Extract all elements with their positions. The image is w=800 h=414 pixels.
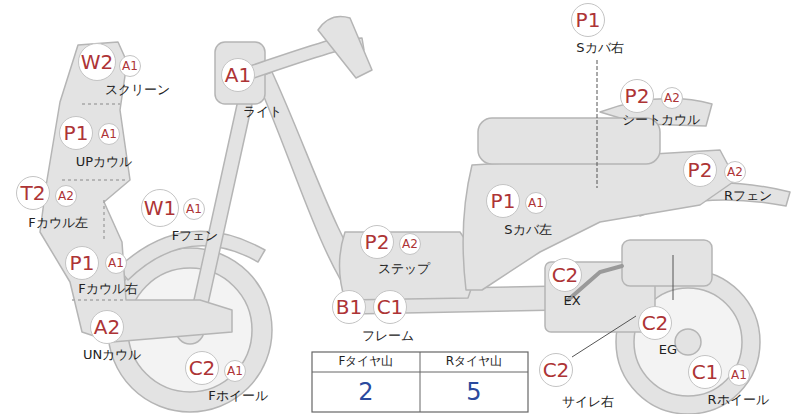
part-name: Fフェン	[172, 229, 218, 243]
damage-code: P1	[491, 191, 516, 211]
part-name: シートカウル	[622, 113, 700, 127]
part-name: EG	[659, 343, 677, 357]
part-name: Sカバ右	[576, 41, 623, 55]
damage-badge: C1	[688, 355, 722, 389]
table-cell: Rタイヤ山	[446, 355, 502, 368]
damage-code: C1	[377, 297, 404, 317]
damage-code: C2	[642, 313, 669, 333]
part-name: UNカウル	[83, 348, 141, 362]
damage-badge: W1	[141, 189, 180, 228]
damage-badge: C2	[185, 351, 219, 385]
damage-badge: C2	[638, 306, 672, 340]
leader-line	[572, 316, 636, 357]
damage-badge: W2	[78, 43, 117, 82]
part-name: Rホイール	[707, 393, 768, 407]
damage-badge: P2	[620, 79, 654, 113]
front-cowl	[40, 42, 232, 342]
damage-code: A1	[101, 128, 117, 140]
damage-badge: A2	[55, 185, 77, 207]
damage-badge: C2	[548, 258, 582, 292]
damage-code: P2	[625, 86, 650, 106]
part-name: ステップ	[378, 262, 430, 276]
damage-code: B1	[336, 297, 362, 317]
part-name: フレーム	[362, 329, 414, 343]
damage-code: C2	[189, 358, 216, 378]
damage-code: A1	[731, 369, 747, 381]
rear-hub	[675, 329, 701, 355]
damage-badge: P2	[360, 225, 394, 259]
table-cell: Fタイヤ山	[339, 355, 394, 368]
damage-code: A2	[94, 317, 120, 337]
damage-code: T2	[21, 183, 46, 203]
damage-code: P1	[576, 10, 601, 30]
damage-badge: B1	[332, 290, 366, 324]
damage-badge: A2	[724, 161, 746, 183]
part-name: Fカウル右	[78, 282, 137, 296]
damage-code: P1	[64, 123, 89, 143]
part-name: EX	[563, 294, 580, 308]
damage-badge: A1	[221, 58, 255, 92]
damage-badge: A1	[119, 55, 141, 77]
damage-code: W2	[81, 52, 114, 72]
table-rule	[420, 352, 421, 412]
muffler	[622, 240, 712, 286]
damage-badge: P1	[59, 116, 93, 150]
damage-badge: A2	[90, 310, 124, 344]
damage-badge: A1	[224, 360, 246, 382]
panel-seam	[82, 103, 120, 105]
damage-badge: P2	[683, 153, 717, 187]
damage-badge: A2	[399, 233, 421, 255]
damage-badge: T2	[16, 176, 50, 210]
damage-code: A1	[227, 365, 243, 377]
damage-code: A1	[108, 257, 124, 269]
part-name: Rフェン	[724, 189, 772, 203]
damage-badge: A1	[98, 123, 120, 145]
part-name: ライト	[243, 105, 282, 119]
damage-code: P2	[365, 232, 390, 252]
damage-code: C2	[543, 360, 570, 380]
damage-badge: P1	[486, 184, 520, 218]
damage-code: C1	[692, 362, 719, 382]
damage-code: A2	[402, 238, 418, 250]
damage-badge: P1	[65, 246, 99, 280]
damage-code: W1	[144, 198, 177, 218]
part-name: サイレ右	[562, 395, 614, 409]
part-name: UPカウル	[76, 155, 132, 169]
part-name: Fホイール	[208, 389, 267, 403]
damage-code: A2	[664, 92, 680, 104]
damage-code: P2	[688, 160, 713, 180]
part-name: Fカウル左	[28, 216, 87, 230]
panel-seam	[72, 299, 124, 301]
damage-code: P1	[70, 253, 95, 273]
table-frame	[312, 352, 528, 412]
damage-badge: C2	[539, 353, 573, 387]
damage-badge: A1	[105, 252, 127, 274]
leader-line	[597, 60, 598, 188]
damage-badge: A1	[183, 198, 205, 220]
damage-code: C2	[552, 265, 579, 285]
damage-code: A2	[58, 190, 74, 202]
panel-seam	[62, 179, 128, 181]
damage-code: A1	[225, 65, 251, 85]
panel-seam	[103, 200, 105, 240]
damage-code: A2	[727, 166, 743, 178]
damage-badge: A1	[728, 364, 750, 386]
damage-badge: A1	[525, 192, 547, 214]
damage-code: A1	[186, 203, 202, 215]
damage-badge: A2	[661, 87, 683, 109]
damage-code: A1	[122, 60, 138, 72]
table-cell: 2	[358, 379, 373, 405]
handle-post	[318, 17, 372, 79]
damage-code: A1	[528, 197, 544, 209]
part-name: Sカバ左	[504, 223, 551, 237]
part-name: スクリーン	[105, 83, 170, 97]
leader-line	[673, 255, 674, 300]
tire-table	[312, 352, 528, 412]
damage-badge: C1	[373, 290, 407, 324]
damage-badge: P1	[571, 3, 605, 37]
table-cell: 5	[466, 379, 481, 405]
